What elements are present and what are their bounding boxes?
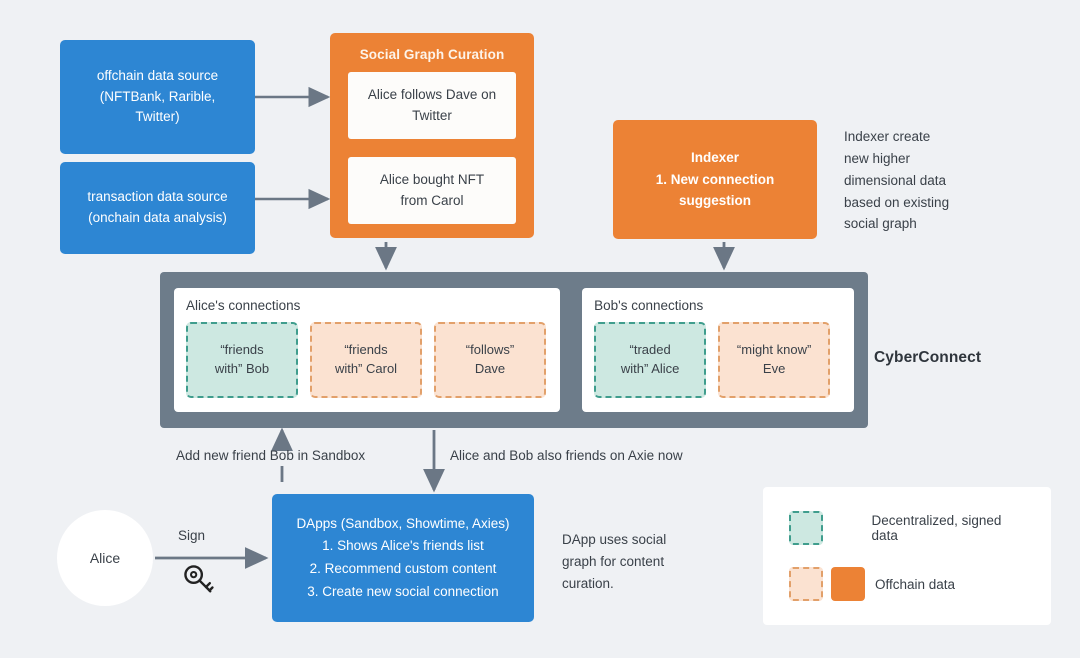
- chip-friends-with-carol[interactable]: “friends with” Carol: [310, 322, 422, 398]
- alice-label: Alice: [89, 550, 121, 566]
- dapps-box: DApps (Sandbox, Showtime, Axies) 1. Show…: [272, 494, 534, 622]
- social-graph-curation-title: Social Graph Curation: [359, 47, 505, 62]
- legend-label-decentralized: Decentralized, signed data: [871, 513, 1002, 543]
- chip-traded-with-alice-label: “traded with” Alice: [620, 342, 680, 376]
- legend-row-decentralized: Decentralized, signed data: [789, 511, 1025, 545]
- transaction-data-source-label: transaction data source (onchain data an…: [87, 189, 228, 225]
- chip-follows-dave-label: “follows” Dave: [465, 342, 515, 376]
- add-friend-flow-label: Add new friend Bob in Sandbox: [176, 448, 366, 463]
- offchain-data-source-label: offchain data source (NFTBank, Rarible, …: [96, 67, 219, 125]
- alice-avatar: Alice: [57, 510, 153, 606]
- transaction-data-source-box: transaction data source (onchain data an…: [60, 162, 255, 254]
- alice-connections-title: Alice's connections: [186, 298, 301, 313]
- legend-swatch-orange-solid: [831, 567, 865, 601]
- alice-connections-card: Alice's connections “friends with” Bob “…: [174, 288, 561, 412]
- chip-traded-with-alice[interactable]: “traded with” Alice: [594, 322, 707, 398]
- legend-swatch-peach-dashed: [789, 567, 823, 601]
- bob-connections-title: Bob's connections: [594, 298, 704, 313]
- indexer-note: Indexer create new higher dimensional da…: [844, 126, 1024, 235]
- curation-card-follows-label: Alice follows Dave on Twitter: [367, 87, 497, 123]
- dapps-note: DApp uses social graph for content curat…: [562, 529, 722, 595]
- cyberconnect-title: CyberConnect: [874, 349, 982, 366]
- curation-card-follows: Alice follows Dave on Twitter: [348, 72, 516, 139]
- legend-row-offchain: Offchain data: [789, 567, 1025, 601]
- curation-card-nft-label: Alice bought NFT from Carol: [379, 172, 485, 208]
- cyberconnect-panel: Alice's connections “friends with” Bob “…: [160, 272, 868, 428]
- chip-friends-with-bob-label: “friends with” Bob: [214, 342, 270, 376]
- chip-friends-with-carol-label: “friends with” Carol: [334, 342, 398, 376]
- chip-might-know-eve-label: “might know” Eve: [736, 342, 812, 376]
- dapps-label: DApps (Sandbox, Showtime, Axies) 1. Show…: [296, 515, 510, 599]
- legend-swatch-teal-dashed: [789, 511, 823, 545]
- legend-panel: Decentralized, signed data Offchain data: [763, 487, 1051, 625]
- indexer-note-text: Indexer create new higher dimensional da…: [844, 129, 950, 232]
- offchain-data-source-box: offchain data source (NFTBank, Rarible, …: [60, 40, 255, 154]
- indexer-label: Indexer 1. New connection suggestion: [655, 150, 775, 209]
- bob-connections-card: Bob's connections “traded with” Alice “m…: [582, 288, 854, 412]
- also-friends-flow-label: Alice and Bob also friends on Axie now: [450, 448, 683, 463]
- dapps-note-text: DApp uses social graph for content curat…: [562, 532, 667, 591]
- bob-chip-row: “traded with” Alice “might know” Eve: [594, 322, 842, 398]
- alice-chip-row: “friends with” Bob “friends with” Carol …: [186, 322, 548, 398]
- chip-friends-with-bob[interactable]: “friends with” Bob: [186, 322, 298, 398]
- key-icon: [184, 565, 214, 593]
- chip-might-know-eve[interactable]: “might know” Eve: [718, 322, 831, 398]
- chip-follows-dave[interactable]: “follows” Dave: [434, 322, 546, 398]
- legend-label-offchain: Offchain data: [875, 576, 956, 592]
- legend-swatches-offchain: [789, 567, 875, 601]
- legend-swatches-decentralized: [789, 511, 872, 545]
- social-graph-curation-panel: Social Graph Curation Alice follows Dave…: [330, 33, 534, 238]
- indexer-box: Indexer 1. New connection suggestion: [613, 120, 817, 239]
- curation-card-nft: Alice bought NFT from Carol: [348, 157, 516, 224]
- sign-label: Sign: [178, 528, 206, 543]
